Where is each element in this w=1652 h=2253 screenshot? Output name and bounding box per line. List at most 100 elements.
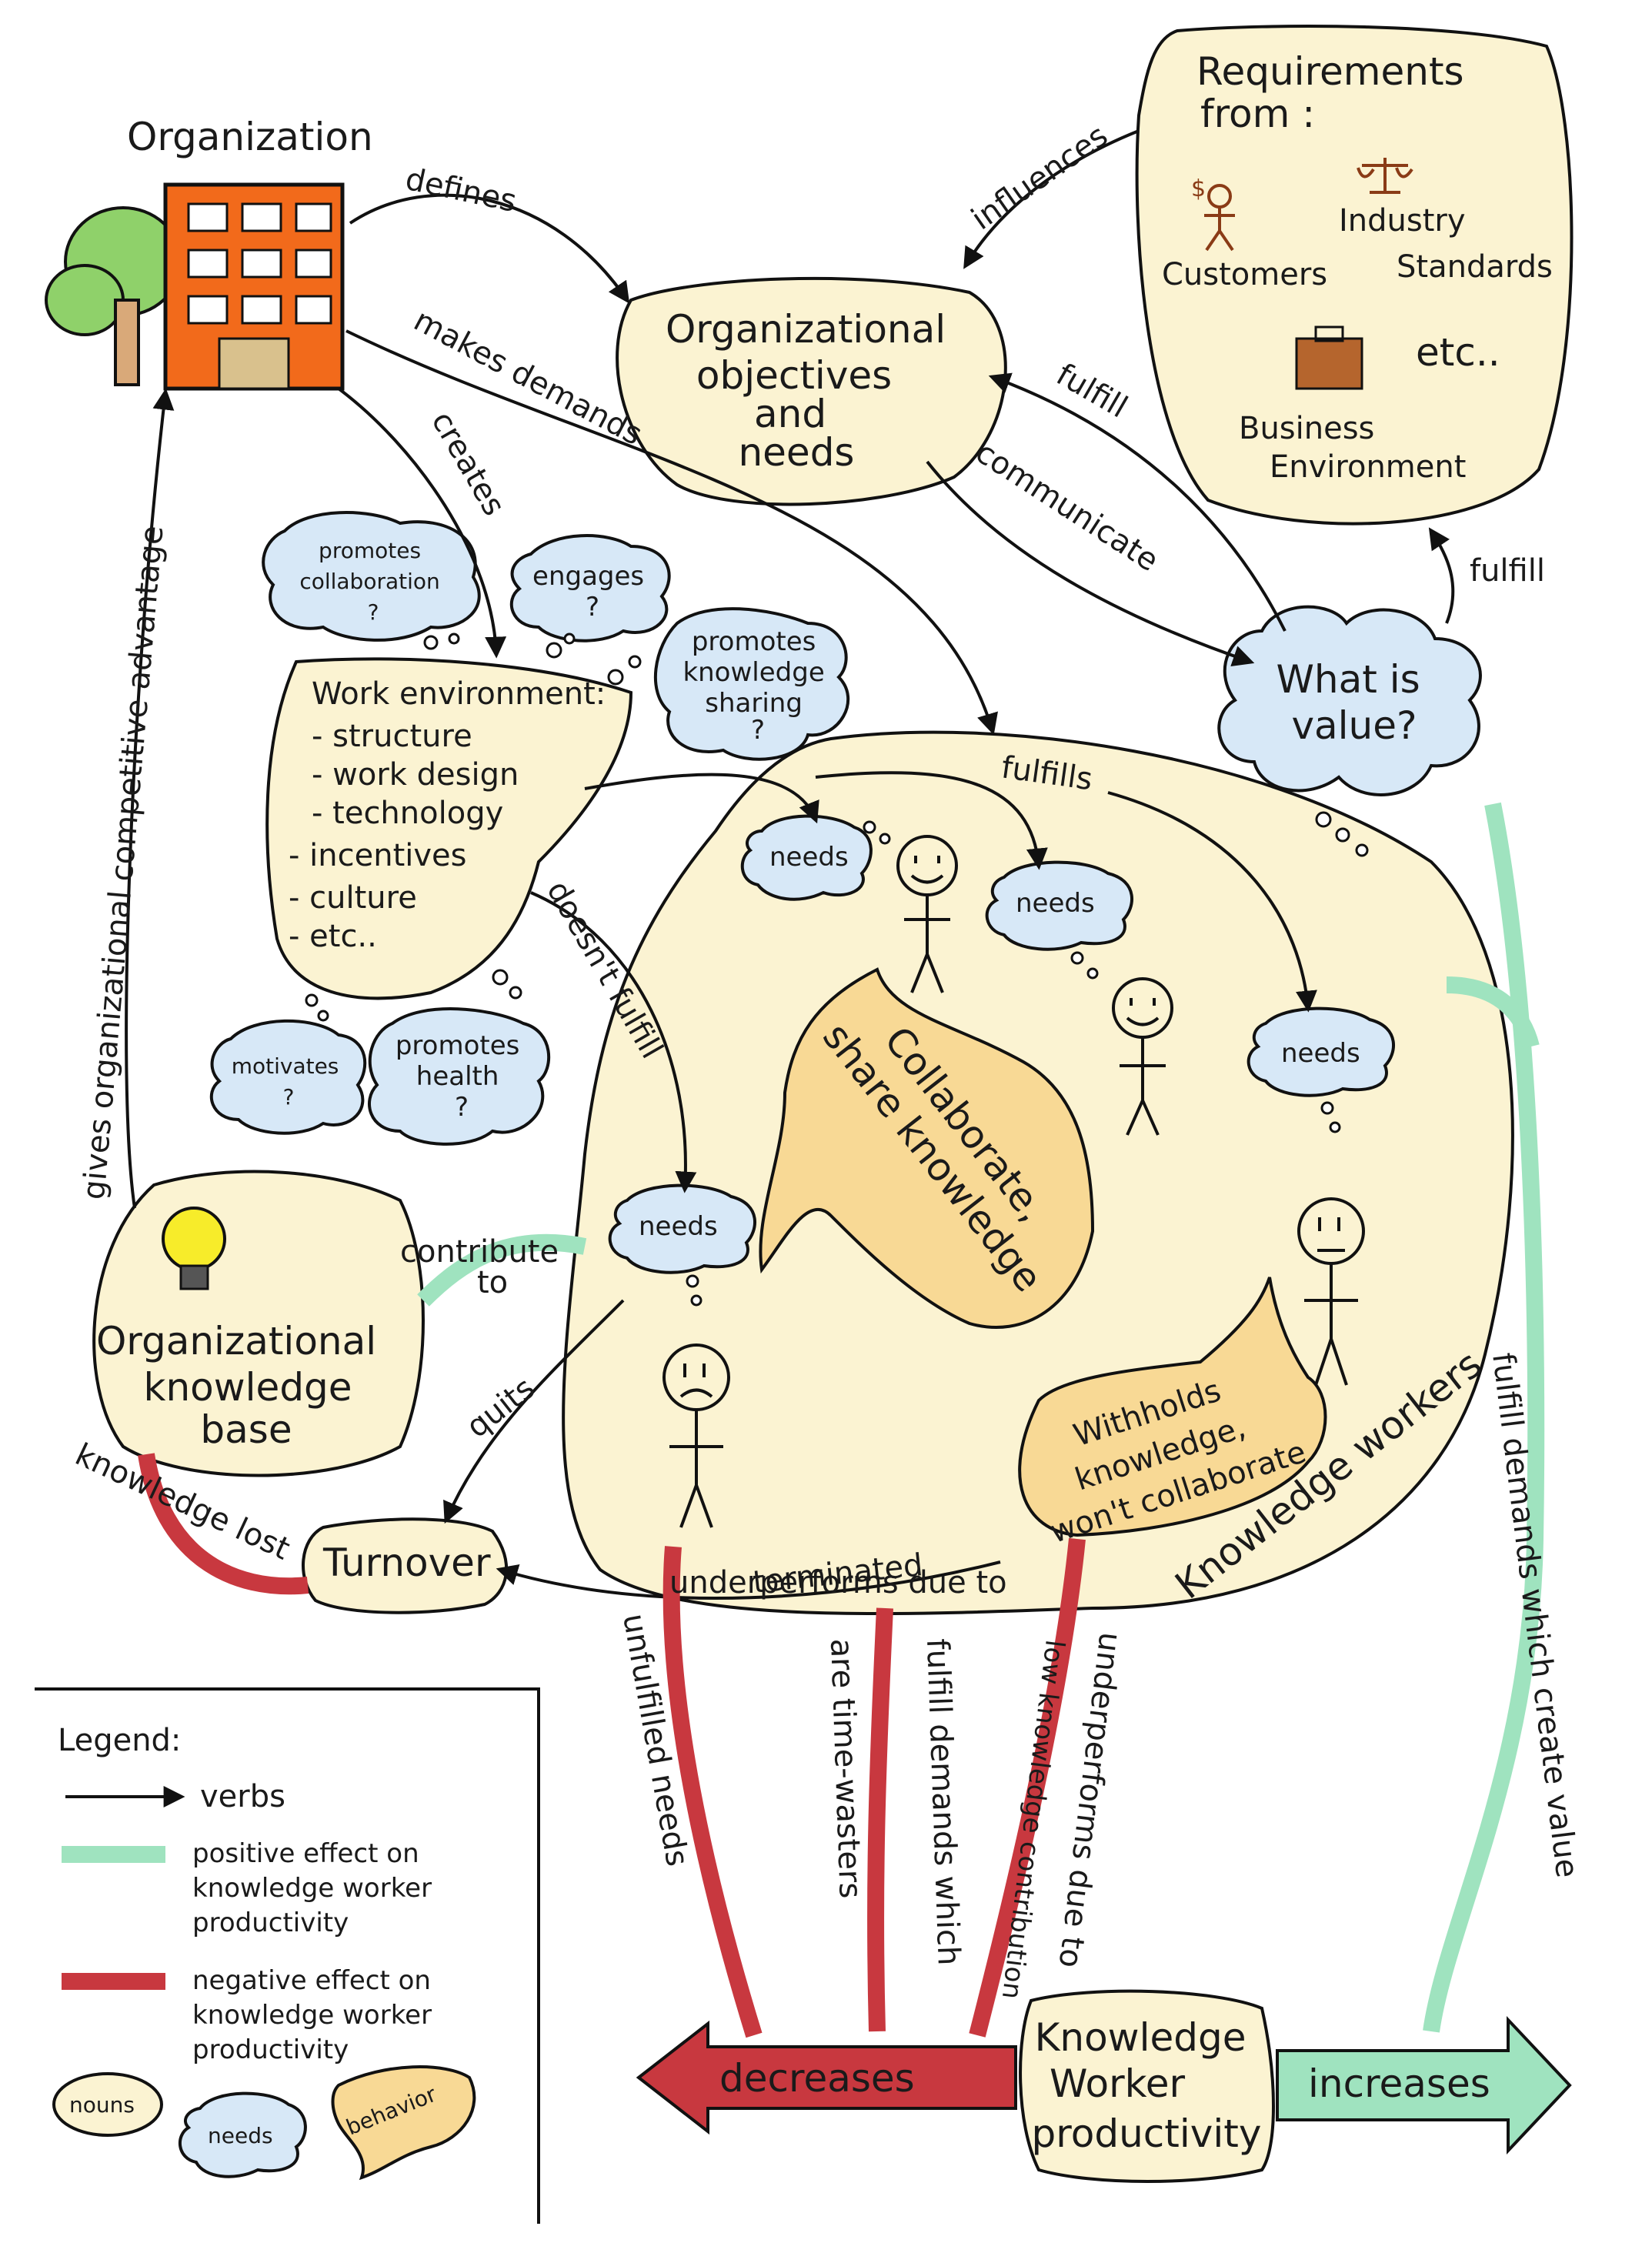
gives-advantage-arrow — [125, 388, 175, 1209]
influences-label: influences — [965, 118, 1114, 237]
organization-icon — [45, 182, 345, 391]
svg-text:Business Environment: Business Environment — [1239, 411, 1466, 485]
fulfill-objectives-arrow — [988, 372, 1287, 632]
legend-positive-line3: productivity — [192, 1908, 349, 1938]
communicate-label: communicate — [970, 435, 1165, 579]
svg-text:Organizational knowledge: Organizational knowledge base — [96, 1319, 389, 1452]
fulfill-requirements-arrow — [1428, 527, 1455, 624]
productivity-node — [1019, 1989, 1275, 2183]
work-env-item6: - etc.. — [289, 919, 377, 954]
doesnt-fulfill-arrow — [530, 891, 697, 1193]
promotes-health-cloud — [368, 1007, 550, 1146]
increases-label: increases — [1308, 2061, 1490, 2106]
engages-line1: engages — [532, 561, 644, 592]
productivity-line1: Knowledge — [1035, 2015, 1247, 2060]
work-env-item1: - structure — [312, 719, 472, 754]
health-line1: promotes — [395, 1030, 520, 1061]
quits-label: quits — [460, 1370, 542, 1445]
legend-needs: needs — [208, 2123, 273, 2148]
withholds-behavior — [1018, 1277, 1327, 1537]
needs-label-2: needs — [1016, 888, 1095, 919]
fulfills-arrow-2 — [815, 771, 1048, 870]
productivity-line2: Worker — [1050, 2061, 1186, 2106]
work-env-title: Work environment: — [312, 676, 606, 712]
engages-line2: ? — [586, 592, 599, 622]
sharing-line1: promotes — [692, 626, 816, 657]
unfulfilled-line1: underperforms due to — [669, 1565, 1007, 1600]
legend-behavior-shape — [331, 2065, 476, 2181]
org-objectives-node — [616, 276, 1007, 506]
svg-text:Organizational objectives: Organizational objectives and needs — [666, 307, 958, 475]
svg-text:contribute: contribute — [400, 1234, 559, 1270]
svg-text:Work environment: - struct: Work environment: - structure - work des… — [289, 676, 616, 954]
value-line1: What is — [1276, 657, 1420, 702]
happy-worker-2 — [1112, 977, 1173, 1136]
work-env-item5: - culture — [289, 880, 417, 916]
collaborate-behavior — [759, 967, 1095, 1329]
legend-nouns: nouns — [69, 2092, 135, 2118]
needs-label-3: needs — [1281, 1038, 1360, 1069]
legend-negative-line1: negative effect on — [192, 1965, 431, 1996]
svg-text:promotes collaboration: promotes collaboration ? — [299, 538, 446, 625]
motivates-line1: motivates — [232, 1053, 339, 1079]
requirements-line2: from : — [1200, 92, 1315, 136]
svg-text:Requirements from :: Requirements from : — [1196, 49, 1477, 136]
sharing-line4: ? — [751, 715, 765, 746]
turnover-label: Turnover — [322, 1540, 491, 1585]
svg-text:engages ?: engages ? — [532, 561, 652, 622]
svg-text:underperforms due to: underperforms due to — [669, 1565, 1007, 1600]
neutral-worker — [1297, 1197, 1365, 1386]
terminated-arrow — [496, 1560, 1001, 1600]
needs-label-1: needs — [769, 842, 849, 873]
value-cloud — [1217, 605, 1482, 796]
business-line2: Environment — [1270, 449, 1466, 485]
collab-line1: promotes — [319, 538, 421, 563]
needs-cloud-3 — [1247, 1006, 1395, 1097]
svg-text:promotes health ?: promotes health ? — [395, 1030, 528, 1123]
knowledge-lost-arrow — [138, 1453, 309, 1595]
sharing-line2: knowledge — [682, 657, 824, 688]
work-env-item4: - incentives — [289, 838, 466, 873]
creates-label: creates — [424, 406, 512, 522]
motivates-line2: ? — [283, 1084, 295, 1110]
svg-text:Knowledge Worker produ: Knowledge Worker productivity — [1032, 2015, 1262, 2156]
legend-title: Legend: — [58, 1723, 181, 1758]
scale-icon — [1357, 158, 1413, 194]
etc-label: etc.. — [1416, 330, 1500, 375]
needs-cloud-2 — [985, 860, 1133, 951]
value-line2: value? — [1291, 703, 1417, 748]
sad-worker — [662, 1343, 730, 1528]
kb-line1: Organizational — [96, 1319, 376, 1363]
promotes-knowledge-sharing-cloud — [653, 607, 850, 761]
work-env-item3: - technology — [312, 796, 503, 831]
svg-text:What is value?: What is value? — [1276, 657, 1432, 748]
health-line3: ? — [455, 1092, 469, 1123]
fulfills-arrow-3 — [1107, 791, 1317, 1013]
influences-arrow — [963, 129, 1140, 269]
collab-line2: collaboration — [299, 569, 439, 594]
legend-verbs: verbs — [200, 1779, 285, 1814]
time-wasters-line2: are time-wasters — [823, 1638, 868, 1899]
needs-thought-dots — [686, 811, 1369, 1307]
sharing-line3: sharing — [705, 688, 803, 719]
contribute-label: contribute — [400, 1234, 559, 1270]
create-value-arrow — [1423, 802, 1545, 2033]
promotes-collaboration-cloud — [262, 511, 481, 642]
collab-line3: ? — [368, 599, 379, 625]
kb-line3: base — [200, 1407, 292, 1452]
customer-icon: $ — [1191, 175, 1235, 252]
time-wasters-line1: fulfill demands which — [919, 1638, 966, 1966]
makes-demands-arrow — [345, 329, 998, 736]
engages-cloud — [509, 534, 671, 643]
lightbulb-icon — [162, 1207, 226, 1290]
svg-text:$: $ — [1191, 175, 1206, 202]
legend-negative-line2: knowledge worker — [192, 2000, 432, 2031]
requirements-line1: Requirements — [1196, 49, 1464, 94]
needs-cloud-1 — [740, 814, 873, 901]
svg-text:Industry Standards: Industry Standards — [1339, 203, 1553, 285]
contribute-to-arrow — [417, 1233, 587, 1307]
contribute-to-label: to — [477, 1265, 508, 1300]
productivity-line3: productivity — [1032, 2111, 1262, 2156]
defines-label: defines — [402, 162, 519, 219]
